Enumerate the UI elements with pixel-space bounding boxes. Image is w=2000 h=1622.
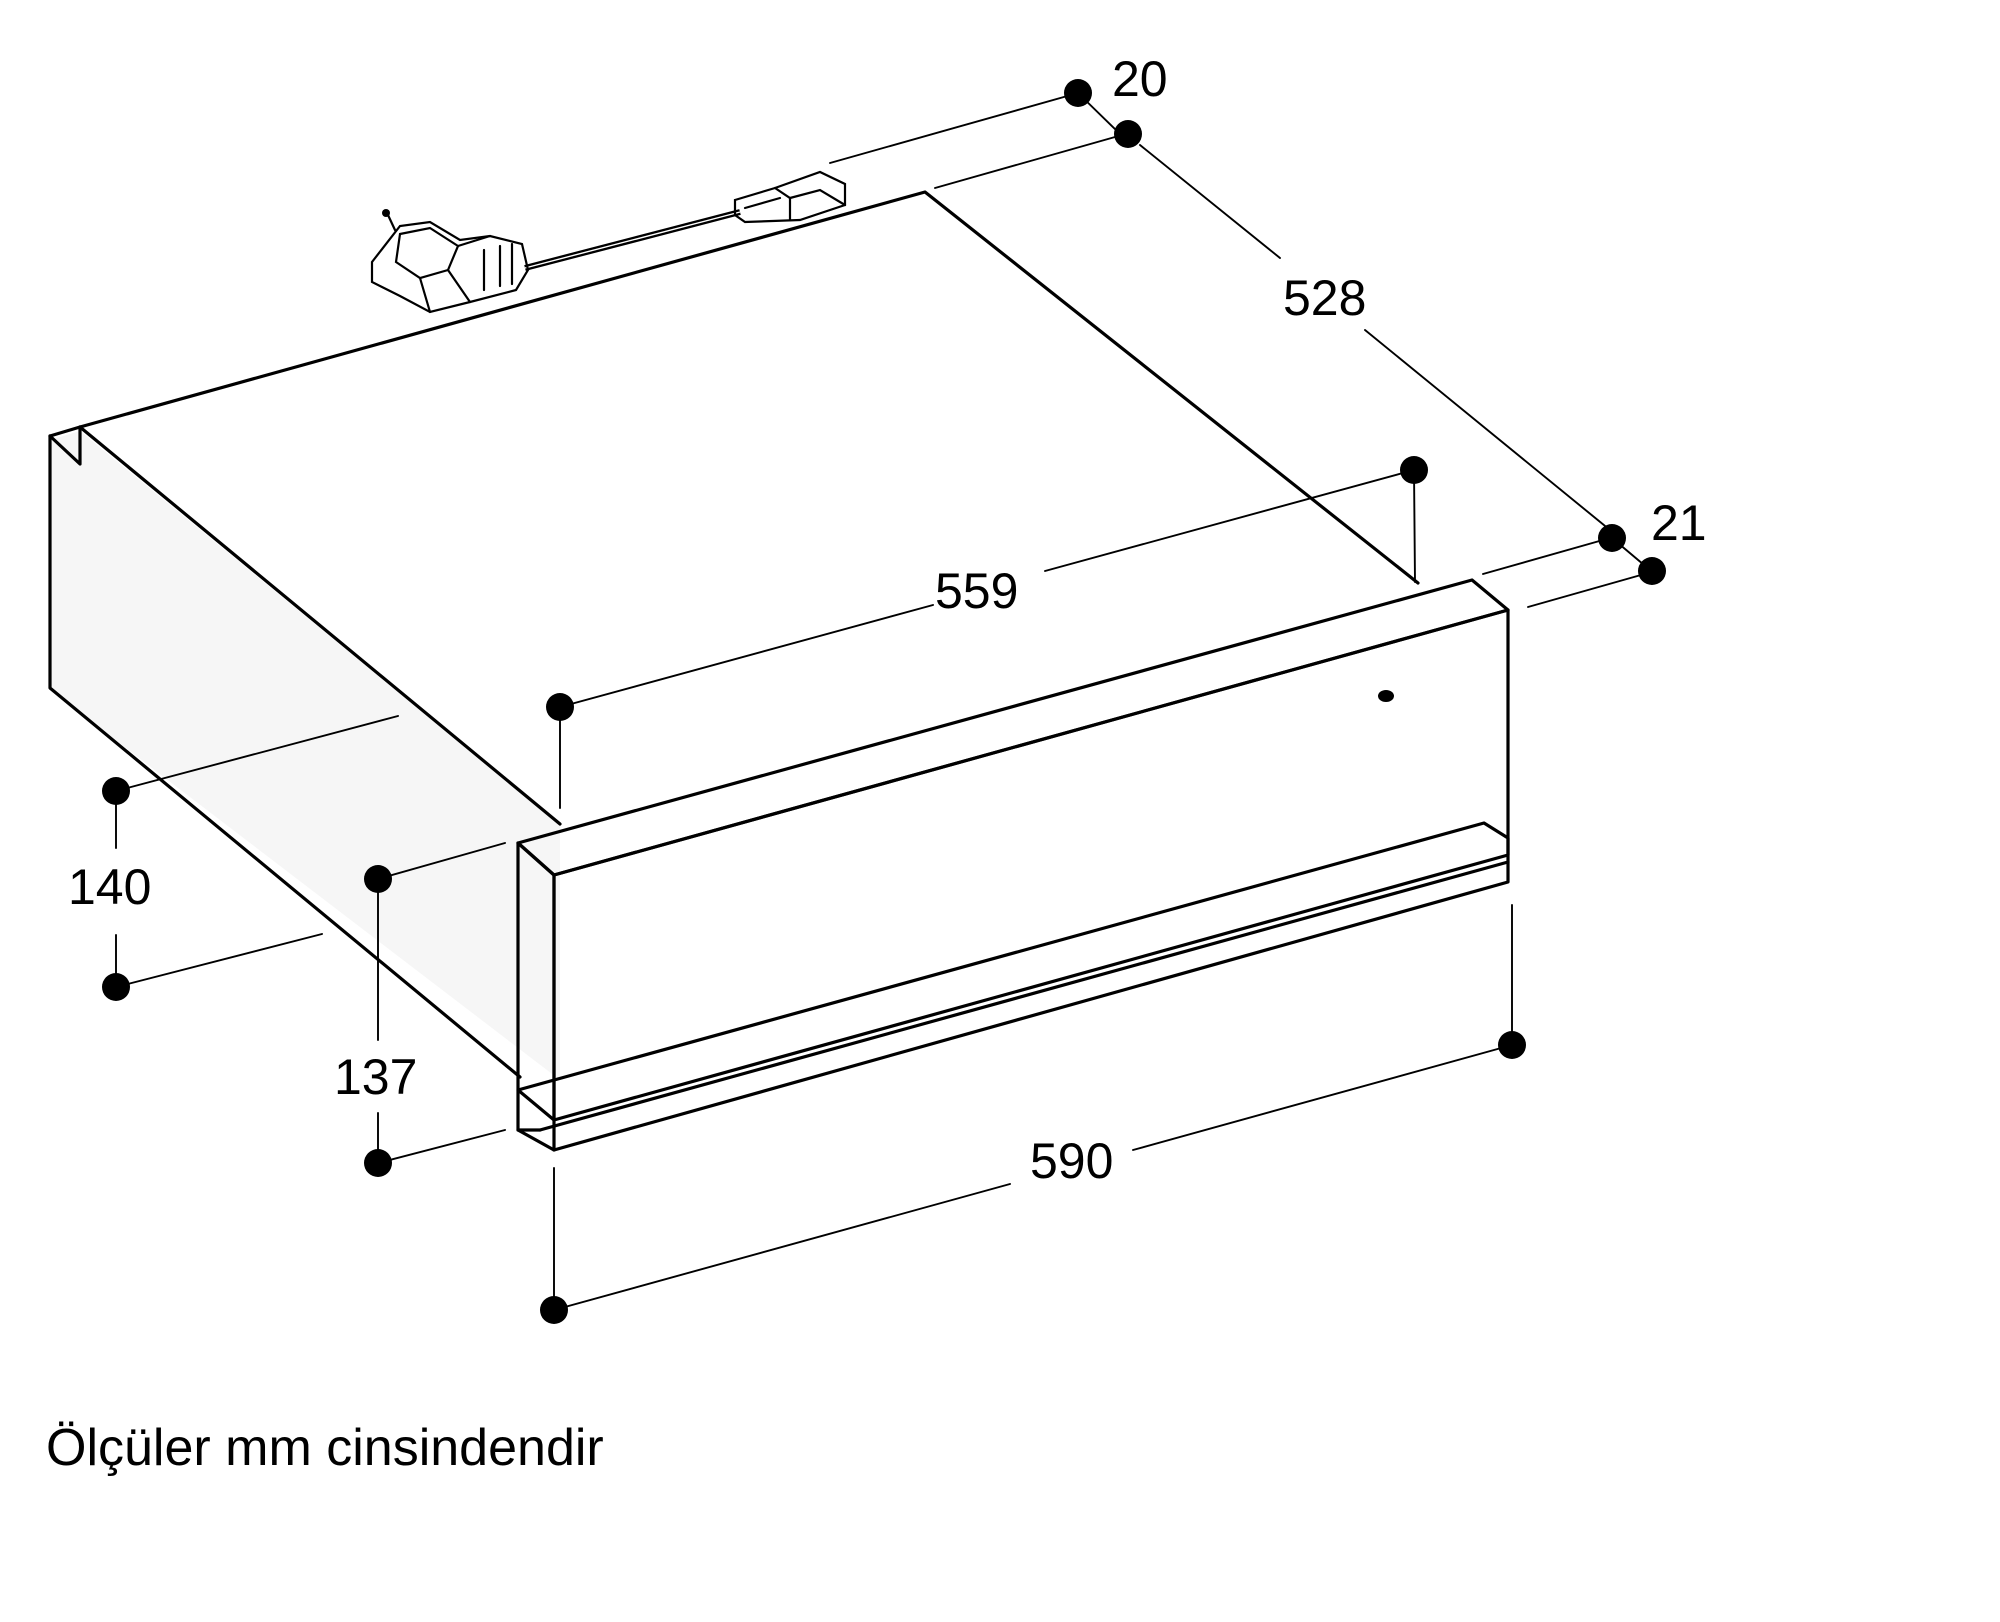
- dim-137-dot-top: [364, 865, 392, 893]
- dim-21-extension-a: [1482, 537, 1611, 575]
- dim-590-line-right: [1132, 1044, 1513, 1151]
- housing-top-outline: [78, 190, 1420, 585]
- dim-21-dot-b: [1638, 557, 1666, 585]
- dim-528-label: 528: [1283, 270, 1366, 326]
- connector-detail: [773, 186, 847, 207]
- power-cable: [524, 170, 847, 271]
- dim-21-label: 21: [1651, 495, 1707, 551]
- panel-top-face: [516, 578, 1510, 877]
- dim-590-label: 590: [1030, 1133, 1113, 1189]
- housing-side-face: [50, 431, 560, 1080]
- dim-137-extension-top: [377, 842, 506, 880]
- dim-559-line-left: [559, 604, 934, 708]
- dim-559-label: 559: [935, 563, 1018, 619]
- dim-137-dot-bottom: [364, 1149, 392, 1177]
- panel-front-face: [552, 608, 1510, 1122]
- dim-20-extension-inner: [934, 136, 1116, 189]
- dim-559-line-right: [1044, 469, 1415, 572]
- units-note: Ölçüler mm cinsindendir: [46, 1419, 604, 1477]
- dim-137-label: 137: [334, 1049, 417, 1105]
- front-panel: [516, 578, 1510, 1152]
- dim-590-line-left: [553, 1183, 1011, 1311]
- panel-indicator-light: [1378, 690, 1394, 702]
- dimension-front-width: 590: [540, 904, 1526, 1324]
- plug-icon: [370, 209, 530, 314]
- dim-528-line-lower: [1364, 329, 1611, 531]
- dim-21-dot-a: [1598, 524, 1626, 552]
- dim-590-dot-right: [1498, 1031, 1526, 1059]
- dim-20-label: 20: [1112, 51, 1168, 107]
- housing-corner-notch: [48, 425, 82, 466]
- appliance-housing: [48, 190, 1420, 1080]
- rail-groove-upper: [538, 860, 1510, 1132]
- dimension-total-height: 140: [68, 715, 399, 1001]
- dim-140-label: 140: [68, 859, 151, 915]
- dimension-front-height: 137: [334, 842, 506, 1177]
- dim-20-dot-a: [1064, 79, 1092, 107]
- dim-20-extension-outer: [829, 92, 1079, 164]
- dim-140-extension-top: [115, 715, 399, 792]
- dimension-front-gap: 21: [1482, 495, 1707, 608]
- dim-528-line-upper: [1139, 144, 1281, 259]
- dim-140-extension-bottom: [115, 933, 323, 988]
- dim-21-extension-b: [1527, 572, 1649, 608]
- dim-559-dot-right: [1400, 456, 1428, 484]
- connector-detail-3: [743, 196, 782, 210]
- dim-140-dot-bottom: [102, 973, 130, 1001]
- cable-highlight: [524, 211, 741, 269]
- dim-559-extension-right: [1413, 469, 1416, 583]
- dim-559-dot-left: [546, 693, 574, 721]
- dimension-depth: 20 528: [829, 51, 1611, 531]
- housing-left-edge: [48, 434, 522, 1079]
- panel-bottom-rail: [516, 821, 1510, 1152]
- dim-137-extension-bottom: [377, 1129, 506, 1164]
- dim-590-dot-left: [540, 1296, 568, 1324]
- housing-front-edge: [78, 425, 562, 826]
- dimension-inner-width: 559: [546, 456, 1428, 809]
- dim-140-dot-top: [102, 777, 130, 805]
- dim-20-dot-b: [1114, 120, 1142, 148]
